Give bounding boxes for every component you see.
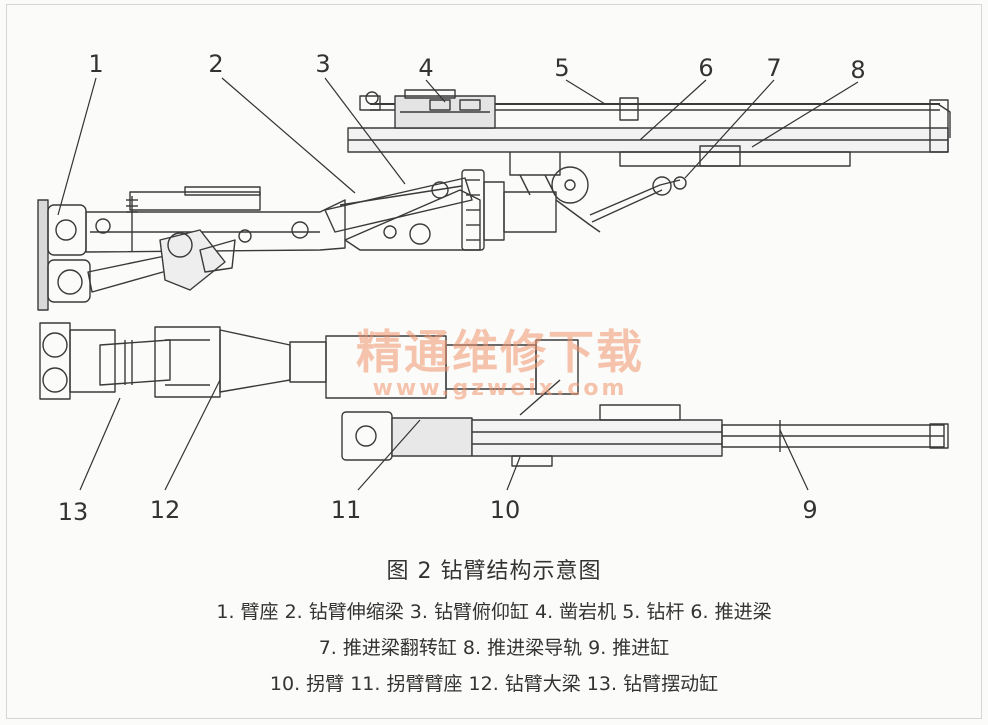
legend-line-3: 10. 拐臂 11. 拐臂臂座 12. 钻臂大梁 13. 钻臂摆动缸: [269, 673, 719, 695]
part-label-4: 4: [418, 54, 433, 82]
part-label-13: 13: [58, 498, 89, 526]
part-label-11: 11: [331, 496, 362, 524]
part-label-7: 7: [766, 54, 781, 82]
part-label-3: 3: [315, 50, 330, 78]
legend-line-1: 1. 臂座 2. 钻臂伸缩梁 3. 钻臂俯仰缸 4. 凿岩机 5. 钻杆 6. …: [216, 601, 772, 623]
part-label-6: 6: [698, 54, 713, 82]
leader-lines: [57, 77, 859, 491]
swivel-head-part: [461, 169, 557, 251]
part-label-2: 2: [208, 50, 223, 78]
bottom-view: [39, 322, 949, 467]
feed-tilt-linkage-part: [509, 144, 687, 233]
boom-main-beam-part: [154, 326, 327, 398]
boom-base-part: [37, 199, 91, 311]
feed-beam-part: [347, 99, 951, 167]
top-view: [37, 89, 951, 311]
part-label-5: 5: [554, 54, 569, 82]
turning-arm-part: [471, 404, 723, 467]
swing-cylinder-part: [39, 322, 171, 400]
part-label-10: 10: [490, 496, 521, 524]
boom-telescopic-beam-part: [85, 186, 346, 253]
figure-caption-title: 图 2 钻臂结构示意图: [386, 559, 602, 584]
part-label-12: 12: [150, 496, 181, 524]
part-numbers: 1 2 3 4 5 6 7 8 9 10 11 12 13: [58, 50, 866, 526]
lower-cylinder-part: [87, 229, 236, 293]
part-label-1: 1: [88, 50, 103, 78]
page-frame: [6, 4, 982, 719]
rock-drill-part: [359, 89, 496, 129]
part-label-8: 8: [850, 56, 865, 84]
legend-line-2: 7. 推进梁翻转缸 8. 推进梁导轨 9. 推进缸: [318, 637, 670, 659]
turning-block-part: [325, 335, 579, 399]
drill-boom-drawing: 1 2 3 4 5 6 7 8 9 10 11 12 13: [37, 50, 951, 526]
part-label-9: 9: [802, 496, 817, 524]
feed-cylinder-part: [721, 420, 949, 452]
boom-pitch-cylinder-part: [324, 177, 481, 251]
